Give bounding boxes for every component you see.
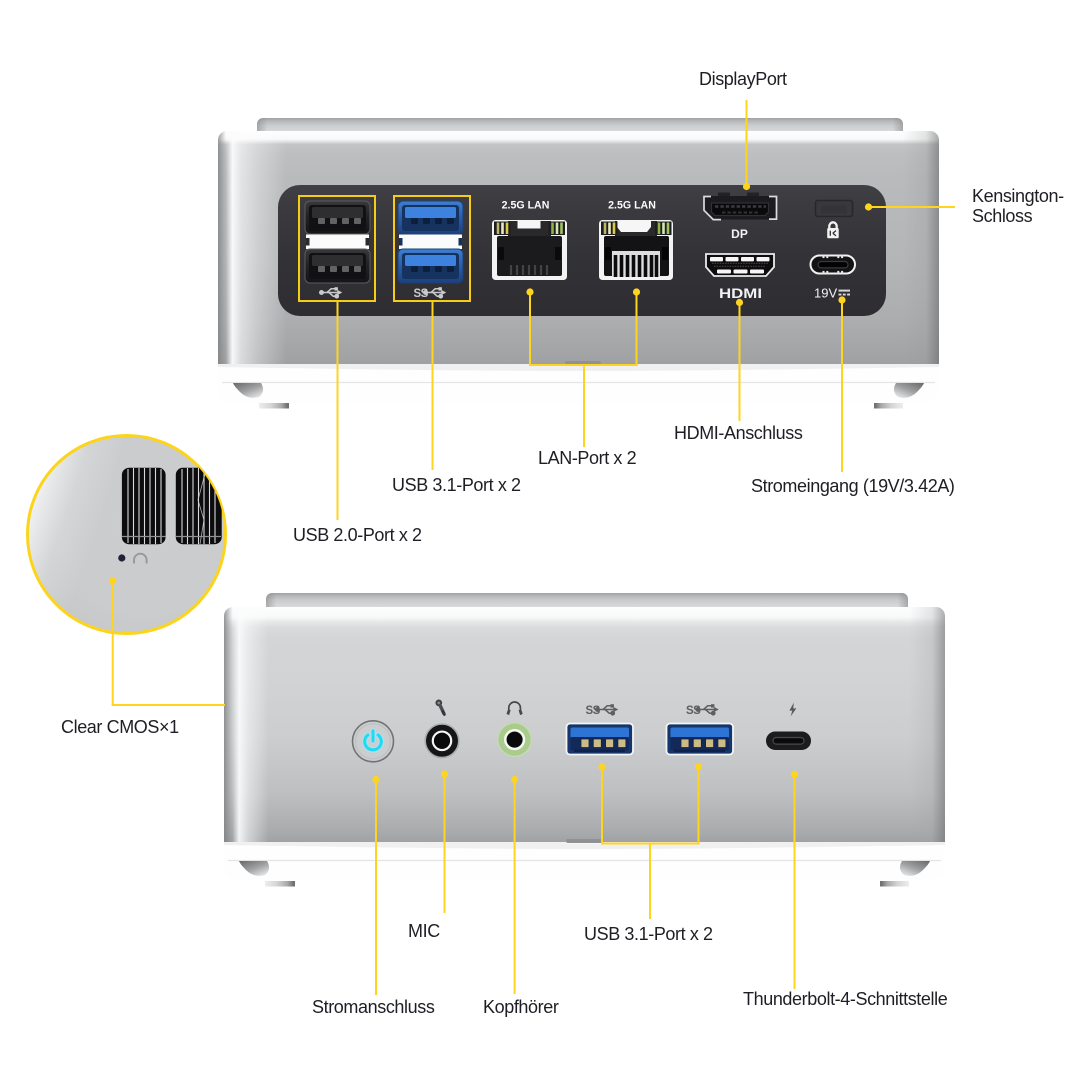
svg-text:2.5G LAN: 2.5G LAN — [608, 200, 656, 212]
svg-text:2.5G LAN: 2.5G LAN — [502, 200, 550, 212]
svg-text:HDMI: HDMI — [719, 286, 762, 301]
svg-text:DP: DP — [731, 227, 748, 241]
svg-text:19V: 19V — [814, 286, 837, 301]
